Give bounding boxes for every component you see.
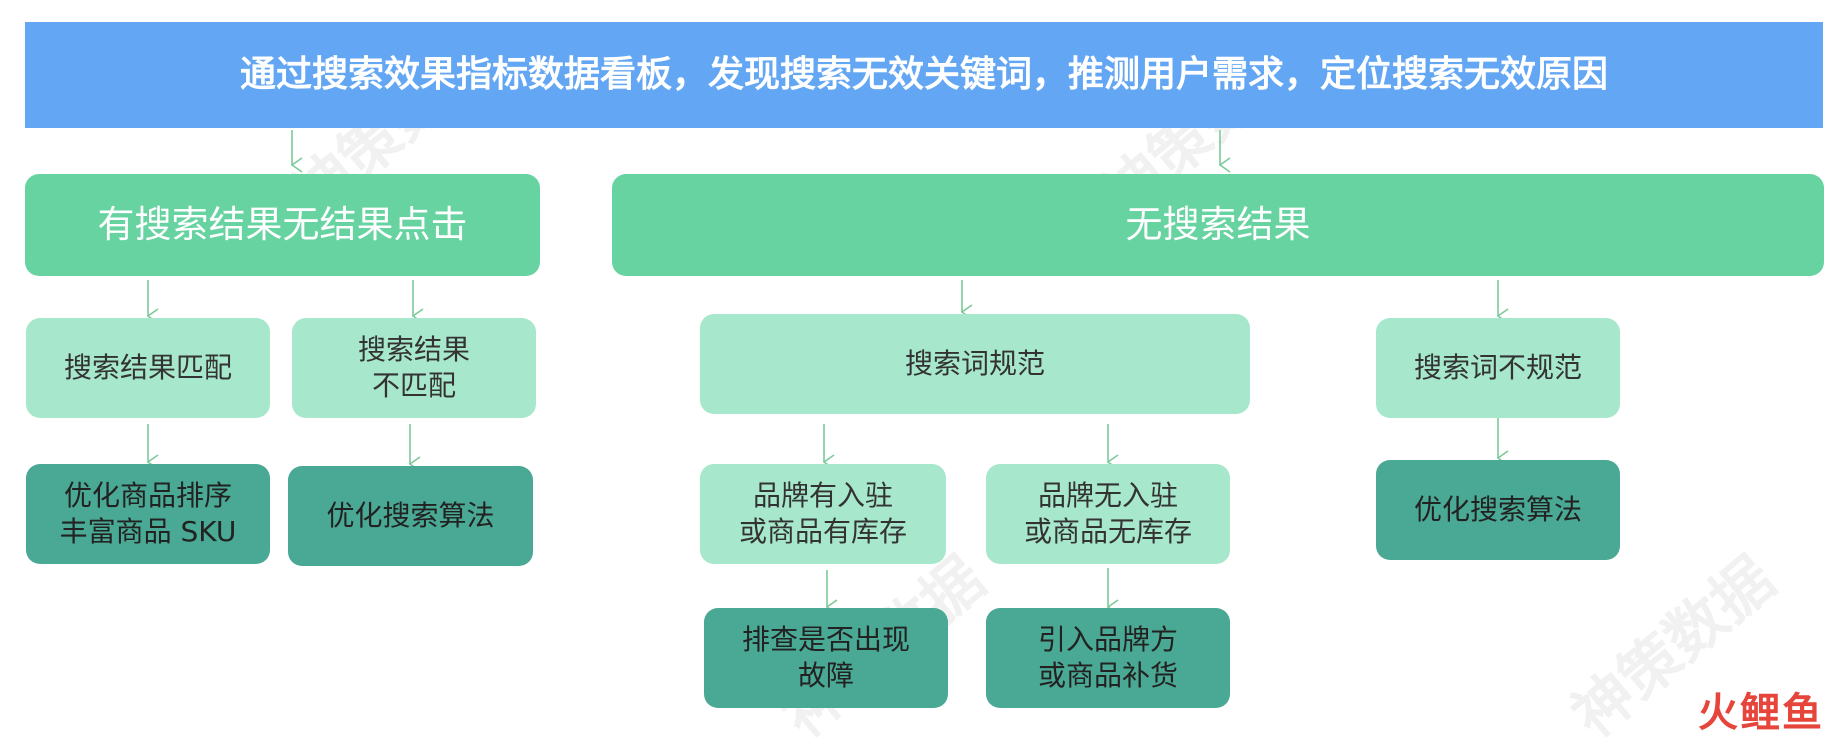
brand-logo: 火鲤鱼: [1698, 690, 1824, 736]
action-optimize-algorithm-2: 优化搜索算法: [1376, 460, 1620, 560]
action-optimize-algorithm: 优化搜索算法: [288, 466, 533, 566]
title-banner: 通过搜索效果指标数据看板，发现搜索无效关键词，推测用户需求，定位搜索无效原因: [25, 22, 1823, 128]
action-optimize-sort: 优化商品排序 丰富商品 SKU: [26, 464, 270, 564]
node-has-results-no-clicks: 有搜索结果无结果点击: [25, 174, 540, 276]
node-term-normative: 搜索词规范: [700, 314, 1250, 414]
node-results-match: 搜索结果匹配: [26, 318, 270, 418]
node-brand-in-stock: 品牌有入驻 或商品有库存: [700, 464, 946, 564]
action-check-fault: 排查是否出现 故障: [704, 608, 948, 708]
action-introduce-brand: 引入品牌方 或商品补货: [986, 608, 1230, 708]
node-results-mismatch: 搜索结果 不匹配: [292, 318, 536, 418]
node-term-nonnormative: 搜索词不规范: [1376, 318, 1620, 418]
node-no-results: 无搜索结果: [612, 174, 1824, 276]
node-brand-out-of-stock: 品牌无入驻 或商品无库存: [986, 464, 1230, 564]
